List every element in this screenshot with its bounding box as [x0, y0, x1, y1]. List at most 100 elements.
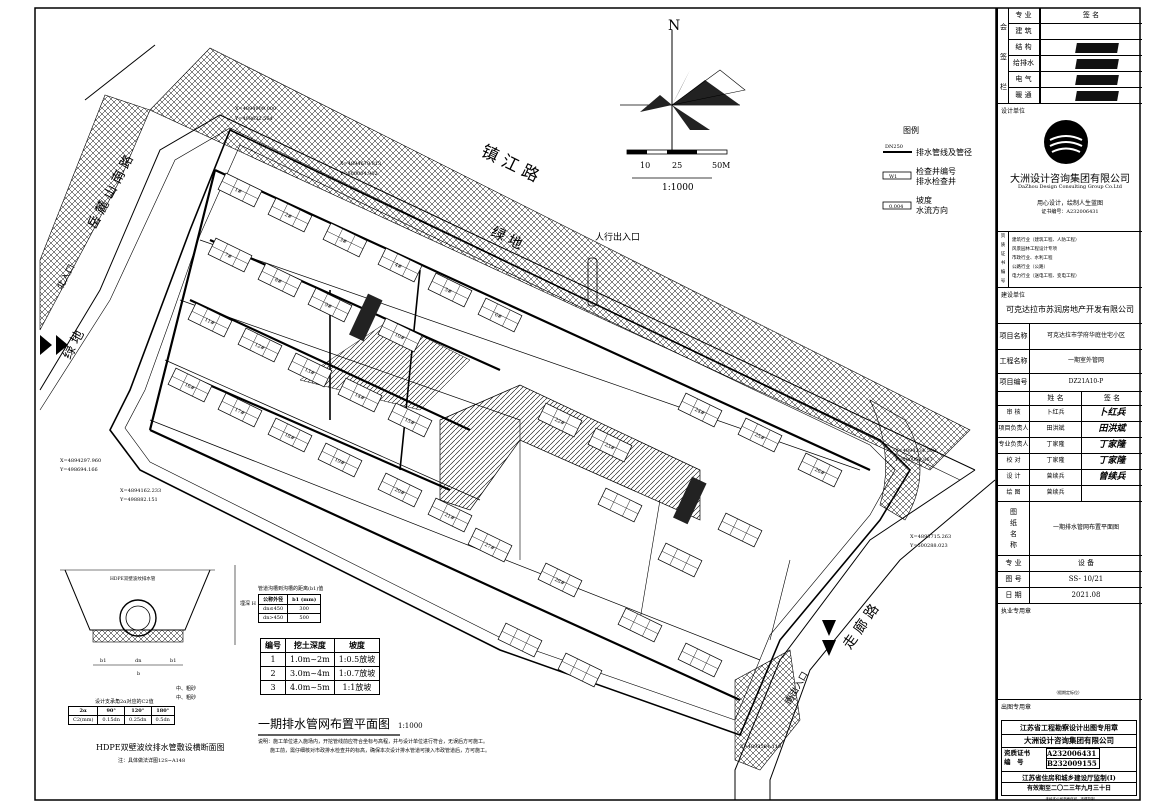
pipe-table-caption: 管道沟槽到沟槽的距离(b1)值 — [258, 585, 323, 592]
building: 5# — [427, 272, 473, 308]
date-value: 2021.08 — [1071, 590, 1101, 599]
table-cell: 3 — [260, 680, 286, 695]
spec-label: 专 业 — [998, 556, 1030, 571]
company-logo — [1044, 120, 1088, 164]
section-dim: b1 — [100, 658, 106, 664]
staff-signature — [1082, 486, 1142, 501]
table-cell: 编号 — [260, 638, 286, 653]
building-number: 17# — [233, 407, 245, 417]
drawing-title-scale: 1:1000 — [398, 722, 423, 730]
c2-table-caption: 设计支承角2α对应的C2值 — [95, 698, 154, 705]
staff-signature: 丁家隆 — [1098, 439, 1126, 450]
issue-valid: 有效期至二〇二三年九月三十日 — [1002, 782, 1136, 792]
staff-row: 审 核卜红兵卜红兵 — [998, 406, 1142, 422]
staff-row: 专业负责人丁家隆丁家隆 — [998, 438, 1142, 454]
building: 1# — [217, 172, 263, 208]
stamp-block: 执业专用章 （假期定标位） — [998, 604, 1142, 700]
building-number: 5# — [443, 287, 452, 296]
coordinate-label: X=4894679.813 — [340, 161, 381, 167]
building: 19# — [317, 442, 363, 478]
road-edge — [84, 44, 156, 101]
client-name: 可克达拉市苏润房地产开发有限公司 — [1006, 305, 1134, 314]
signature-scribble — [1075, 59, 1119, 69]
sheet-row: 图 号 SS- 10/21 — [998, 572, 1142, 588]
building: 20# — [377, 472, 423, 508]
pipe-section-drawing — [60, 565, 236, 666]
staff-role: 设 计 — [998, 470, 1030, 485]
road-edge — [769, 479, 996, 800]
legend-samples — [882, 151, 912, 210]
section-depth: 埋深 H — [240, 600, 257, 607]
stamp-label: 执业专用章 — [1001, 608, 1032, 615]
drawing-name-row: 图 纸 名 称 一期排水管网布置平面图 — [998, 502, 1142, 556]
section-layer: 中、粗砂 — [176, 685, 196, 692]
road-edge — [39, 114, 976, 471]
project-label: 项目名称 — [998, 324, 1030, 349]
issue-title: 江苏省工程勘察设计出图专用章 — [1002, 723, 1136, 735]
sign-header-discipline: 专 业 — [1008, 8, 1040, 23]
coordinate-label: Y=498882.151 — [119, 497, 158, 503]
company-cert: 证书编号：A232006431 — [1041, 209, 1099, 215]
date-label: 日 期 — [998, 588, 1030, 603]
buildings-layer: 1#2#3#4#5#6#7#8#9#10#11#12#13#14#15#16#1… — [167, 172, 843, 688]
drawing-note-1: 说明：施工单位进入施场内，开挖管线前应符合坐标与高程，并与设计单位进行符合，无误… — [258, 738, 488, 745]
building: 15# — [387, 402, 433, 438]
building: 23# — [587, 427, 633, 463]
building — [557, 652, 603, 688]
client-label: 建设单位 — [1001, 292, 1026, 299]
project-code: DZ21A10-P — [1068, 378, 1104, 386]
staff-name: 卜红兵 — [1030, 406, 1082, 421]
building-number: 11# — [203, 317, 215, 327]
qualification-item: 市政行业、水利工程 — [1012, 256, 1053, 261]
road-edge — [734, 469, 976, 800]
staff-signature: 卜红兵 — [1098, 407, 1126, 418]
qual-side-char: 书 — [1000, 261, 1006, 266]
project-row: 项目名称 可克达拉市学府华庭住宅小区 — [998, 324, 1142, 350]
building-number: 9# — [323, 302, 332, 311]
spec-value: 设 备 — [1077, 558, 1095, 567]
table-cell: 90° — [97, 706, 125, 716]
signature-scribble — [1075, 43, 1119, 53]
building: 22# — [537, 402, 583, 438]
greenery-corner-east — [869, 399, 921, 521]
building-number: 10# — [393, 332, 405, 342]
qualification-item: 电力行业（送电工程、变电工程） — [1012, 274, 1080, 279]
issue-cert-2: B232009155 — [1046, 758, 1100, 769]
work-label: 工程名称 — [998, 350, 1030, 373]
discipline-label: 建 筑 — [1008, 24, 1040, 39]
building: 10# — [377, 317, 423, 353]
drawing-name-label: 图 纸 名 称 — [998, 502, 1030, 555]
staff-row: 绘 图曾续兵 — [998, 486, 1142, 502]
legend-title: 图例 — [903, 125, 919, 135]
discipline-label: 电 气 — [1008, 72, 1040, 87]
scale-bar — [626, 149, 728, 179]
table-cell: C2(mm) — [67, 715, 99, 725]
building-number: 2# — [283, 212, 292, 221]
building-number: 27# — [483, 542, 495, 552]
title-block: 会 签 栏 专 业签 名建 筑结 构给排水电 气暖 通 设计单位 大洲设计咨询集… — [996, 8, 1142, 801]
work-name: 一期室外管网 — [1067, 357, 1104, 365]
table-cell: 公称外径 — [257, 594, 289, 605]
sign-row: 结 构 — [1008, 40, 1142, 56]
staff-row: 设 计曾续兵曾续兵 — [998, 470, 1142, 486]
building: 16# — [167, 367, 213, 403]
staff-signature: 曾续兵 — [1098, 471, 1126, 482]
building: 7# — [207, 237, 253, 273]
stamp-note: （假期定标位） — [1054, 690, 1082, 695]
issue-stamp-block: 出图专用章 江苏省工程勘察设计出图专用章 大洲设计咨询集团有限公司 资质证书 编… — [998, 700, 1142, 801]
table-cell: 1:1放坡 — [333, 680, 381, 695]
sign-row: 电 气 — [1008, 72, 1142, 88]
building: 18# — [267, 417, 313, 453]
table-cell: dn≤450 — [257, 604, 289, 614]
spec-row: 专 业 设 备 — [998, 556, 1142, 572]
staff-role: 专业负责人 — [998, 438, 1030, 453]
section-dim: b1 — [170, 658, 176, 664]
scale-tick: 25 — [672, 161, 682, 170]
staff-name: 丁家隆 — [1030, 438, 1082, 453]
table-cell: 1:0.5放坡 — [333, 652, 381, 667]
coordinate-label: X=4893715.263 — [910, 534, 951, 540]
building-number: 13# — [303, 367, 315, 377]
table-cell: 120° — [123, 706, 152, 716]
